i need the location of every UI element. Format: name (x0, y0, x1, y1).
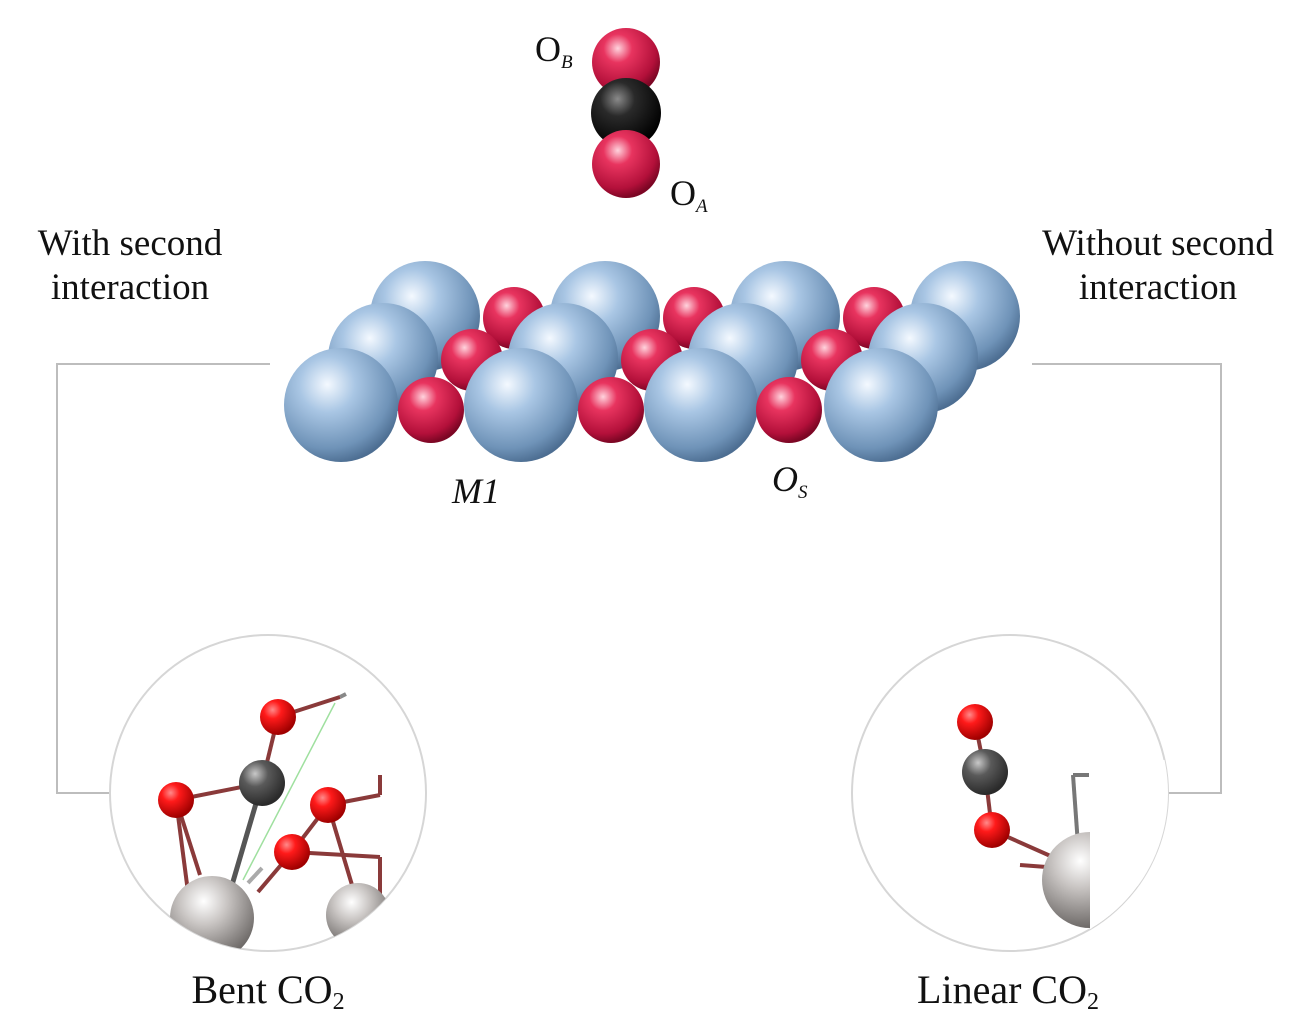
oxygen-b-label: OB (535, 28, 573, 73)
unit-cell-line (242, 702, 336, 881)
without-second-interaction-label: Without second interaction (1028, 222, 1288, 310)
silver-metal-atom (170, 876, 254, 951)
bent-co2-label: Bent CO2 (148, 968, 388, 1018)
oxygen-atom (578, 377, 644, 443)
surface-oxygen-atom (310, 787, 346, 823)
bent-carbon-atom (239, 760, 285, 806)
silver-metal-atom (326, 883, 390, 947)
oxygen-atom (398, 377, 464, 443)
linear-oxygen-atom (957, 704, 993, 740)
oxygen-a-sub: A (696, 196, 708, 217)
oxygen-a-label: OA (670, 172, 708, 217)
linear-co2-inset (851, 634, 1169, 952)
oxygen-b-sub: B (561, 52, 573, 73)
bent-oxygen-atom (158, 782, 194, 818)
oxygen-a-main: O (670, 173, 696, 213)
with-second-interaction-label: With second interaction (0, 222, 260, 310)
bent-co2-inset (109, 634, 427, 952)
co2-molecule (591, 28, 661, 198)
surface-slab (284, 261, 1020, 462)
metal-atom (824, 348, 938, 462)
metal-atom (644, 348, 758, 462)
connector-lines (56, 363, 1222, 794)
oxygen-b-main: O (535, 29, 561, 69)
carbon-atom (591, 78, 661, 148)
without-second-line2: interaction (1078, 267, 1238, 308)
surface-oxygen-sub: S (798, 482, 808, 503)
surface-oxygen-main: O (772, 459, 798, 499)
bent-co2-sub: 2 (332, 989, 345, 1015)
linear-co2-label: Linear CO2 (868, 968, 1148, 1018)
surface-oxygen-os (756, 377, 822, 443)
with-second-line1: With second (37, 223, 223, 264)
with-second-line2: interaction (50, 267, 210, 308)
metal-site-label: M1 (452, 471, 500, 511)
bent-oxygen-atom (260, 699, 296, 735)
oxygen-atom-a (592, 130, 660, 198)
left-connector (56, 363, 270, 794)
metal-site-m1 (464, 348, 578, 462)
surface-oxygen-atom (274, 834, 310, 870)
linear-oxygen-atom (974, 812, 1010, 848)
without-second-line1: Without second (1042, 223, 1274, 264)
linear-carbon-atom (962, 749, 1008, 795)
surface-oxygen-label: OS (772, 458, 808, 503)
bent-co2-main: Bent CO (191, 967, 333, 1012)
metal-atom (284, 348, 398, 462)
linear-co2-main: Linear CO (917, 967, 1087, 1012)
oxygen-atom-b (592, 28, 660, 96)
right-connector (1032, 363, 1222, 794)
linear-co2-sub: 2 (1086, 989, 1099, 1015)
